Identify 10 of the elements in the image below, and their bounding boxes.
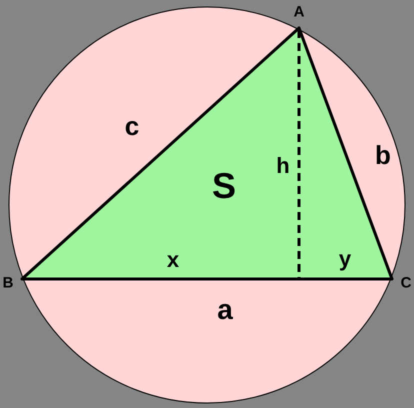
vertex-label: A <box>294 4 304 20</box>
segment-label: x <box>166 249 180 271</box>
height-label: h <box>276 155 290 177</box>
segment-label: y <box>338 248 352 270</box>
vertex-label: C <box>400 276 412 290</box>
side-label: c <box>124 113 140 139</box>
side-label: b <box>375 142 391 168</box>
side-label: a <box>217 296 233 324</box>
vertex-label: B <box>2 276 14 290</box>
area-label: S <box>212 168 236 204</box>
